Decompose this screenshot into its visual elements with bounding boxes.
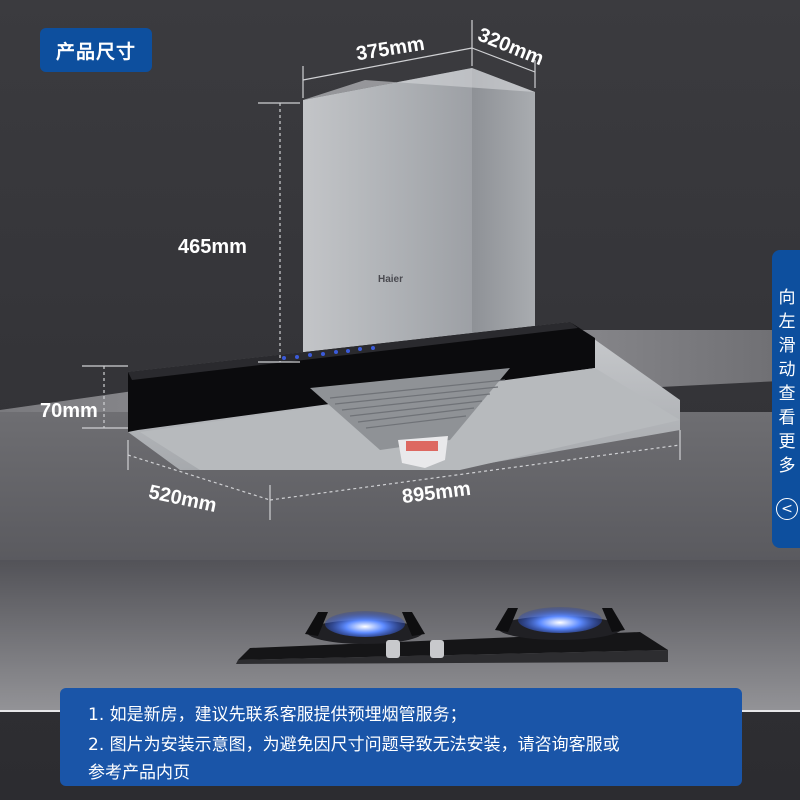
swipe-char: 查 xyxy=(778,384,796,404)
note-line-2: 2. 图片为安装示意图，为避免因尺寸问题导致无法安装，请咨询客服或 xyxy=(88,735,620,755)
dim-chimney-height: 465mm xyxy=(178,236,247,258)
swipe-char: 动 xyxy=(778,360,796,380)
swipe-char: 多 xyxy=(778,456,796,476)
dim-hood-height: 70mm xyxy=(40,400,98,422)
chevron-left-icon[interactable]: < xyxy=(776,498,798,520)
swipe-char: 看 xyxy=(778,408,796,428)
note-line-1: 1. 如是新房，建议先联系客服提供预埋烟管服务； xyxy=(88,705,467,725)
swipe-char: 左 xyxy=(778,312,796,332)
swipe-char: 滑 xyxy=(778,336,796,356)
brand-logo: Haier xyxy=(378,274,404,285)
note-line-3: 参考产品内页 xyxy=(88,763,190,783)
product-size-tag: 产品尺寸 xyxy=(40,28,152,72)
swipe-char: 更 xyxy=(778,432,796,452)
swipe-char: 向 xyxy=(778,288,796,308)
notes-panel xyxy=(60,688,742,786)
swipe-more-text[interactable]: 向 左 滑 动 查 看 更 多 xyxy=(776,286,798,478)
